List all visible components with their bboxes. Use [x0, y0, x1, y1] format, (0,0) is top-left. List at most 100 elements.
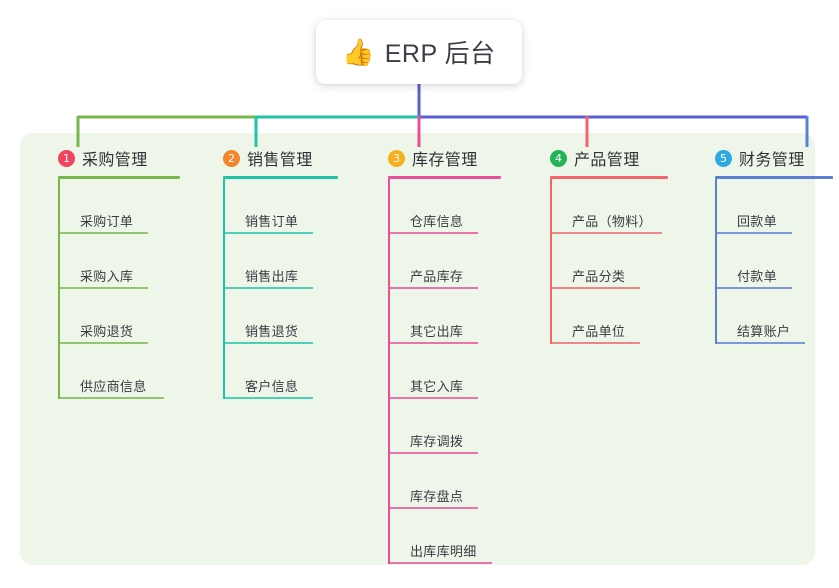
branch-column-1: 1 采购管理采购订单采购入库采购退货供应商信息 — [36, 146, 180, 399]
branch-item-rule — [225, 232, 313, 234]
branch-item-list: 产品（物料） 产品分类产品单位 — [550, 179, 668, 344]
branch-number-badge: 4 — [550, 149, 567, 167]
branch-item-label: 客户信息 — [245, 379, 299, 394]
branch-item[interactable]: 供应商信息 — [60, 344, 180, 399]
branch-item-label: 库存盘点 — [410, 489, 464, 504]
branch-item[interactable]: 采购入库 — [60, 234, 180, 289]
root-node-title: ERP 后台 — [384, 40, 496, 68]
branch-header-5[interactable]: 5 财务管理 — [693, 146, 833, 170]
branch-item-label: 仓库信息 — [410, 214, 464, 229]
branch-spine — [550, 179, 552, 344]
branch-item[interactable]: 其它入库 — [390, 344, 501, 399]
branch-item[interactable]: 采购订单 — [60, 179, 180, 234]
branch-item-label: 出库库明细 — [410, 544, 477, 559]
branch-item-label: 产品（物料） — [572, 214, 652, 229]
branch-item-rule — [225, 397, 313, 399]
branch-header-1[interactable]: 1 采购管理 — [36, 146, 180, 170]
branch-column-5: 5 财务管理回款单付款单结算账户 — [693, 146, 833, 344]
branch-title: 采购管理 — [82, 152, 148, 169]
branch-title: 库存管理 — [412, 152, 478, 169]
branch-item-rule — [60, 397, 164, 399]
branch-title: 财务管理 — [739, 152, 805, 169]
branch-item-label: 回款单 — [737, 214, 777, 229]
branch-item-label: 其它出库 — [410, 324, 464, 339]
branch-item-label: 付款单 — [737, 269, 777, 284]
branch-item[interactable]: 产品库存 — [390, 234, 501, 289]
branch-item[interactable]: 其它出库 — [390, 289, 501, 344]
branch-item-list: 回款单付款单结算账户 — [715, 179, 833, 344]
branch-item[interactable]: 出库库明细 — [390, 509, 501, 564]
branch-item[interactable]: 销售出库 — [225, 234, 338, 289]
branch-item-rule — [225, 342, 313, 344]
branch-item-label: 销售退货 — [245, 324, 299, 339]
branch-item-label: 库存调拨 — [410, 434, 464, 449]
branch-column-2: 2 销售管理销售订单销售出库销售退货客户信息 — [201, 146, 338, 399]
branch-number-badge: 5 — [715, 149, 732, 167]
branch-header-rule — [550, 176, 668, 179]
branch-item-rule — [390, 397, 478, 399]
branch-item[interactable]: 库存盘点 — [390, 454, 501, 509]
branch-item-label: 采购退货 — [80, 324, 134, 339]
branch-item-rule — [552, 342, 640, 344]
branch-item-rule — [60, 287, 148, 289]
branch-header-2[interactable]: 2 销售管理 — [201, 146, 338, 170]
root-node-card[interactable]: 👍 ERP 后台 — [316, 20, 522, 84]
branch-item-rule — [390, 287, 478, 289]
branch-spine — [58, 179, 60, 399]
branch-item-label: 采购订单 — [80, 214, 134, 229]
thumbs-up-icon: 👍 — [342, 37, 375, 67]
branch-item-rule — [552, 287, 640, 289]
branch-header-rule — [715, 176, 833, 179]
branch-item-label: 销售出库 — [245, 269, 299, 284]
branch-item-label: 供应商信息 — [80, 379, 147, 394]
branch-column-4: 4 产品管理产品（物料） 产品分类产品单位 — [528, 146, 668, 344]
branch-item[interactable]: 客户信息 — [225, 344, 338, 399]
branch-item-rule — [717, 232, 792, 234]
branch-item[interactable]: 产品（物料） — [552, 179, 668, 234]
branch-number-badge: 2 — [223, 149, 240, 167]
branch-item-rule — [552, 232, 662, 234]
branch-item-label: 销售订单 — [245, 214, 299, 229]
branch-number-badge: 1 — [58, 149, 75, 167]
branch-header-rule — [223, 176, 338, 179]
branch-item-label: 采购入库 — [80, 269, 134, 284]
branch-item[interactable]: 产品分类 — [552, 234, 668, 289]
branch-item[interactable]: 产品单位 — [552, 289, 668, 344]
branch-item-rule — [60, 232, 148, 234]
branch-item-rule — [225, 287, 313, 289]
branch-item-label: 结算账户 — [737, 324, 791, 339]
branch-item-rule — [390, 507, 478, 509]
branch-item-rule — [60, 342, 148, 344]
branch-header-rule — [388, 176, 501, 179]
branch-header-4[interactable]: 4 产品管理 — [528, 146, 668, 170]
diagram-background-panel — [20, 133, 815, 565]
branch-number-badge: 3 — [388, 149, 405, 167]
branch-item-label: 其它入库 — [410, 379, 464, 394]
branch-column-3: 3 库存管理仓库信息产品库存其它出库其它入库库存调拨库存盘点出库库明细 — [366, 146, 501, 564]
branch-item[interactable]: 结算账户 — [717, 289, 833, 344]
branch-title: 产品管理 — [574, 152, 640, 169]
branch-item[interactable]: 销售订单 — [225, 179, 338, 234]
branch-header-rule — [58, 176, 180, 179]
branch-item-rule — [717, 342, 805, 344]
branch-spine — [223, 179, 225, 399]
branch-item[interactable]: 回款单 — [717, 179, 833, 234]
branch-item[interactable]: 付款单 — [717, 234, 833, 289]
branch-item-list: 采购订单采购入库采购退货供应商信息 — [58, 179, 180, 399]
branch-item-label: 产品分类 — [572, 269, 626, 284]
branch-item-list: 仓库信息产品库存其它出库其它入库库存调拨库存盘点出库库明细 — [388, 179, 501, 564]
branch-item-rule — [390, 342, 478, 344]
branch-item-rule — [390, 232, 478, 234]
branch-item-rule — [390, 452, 478, 454]
branch-header-3[interactable]: 3 库存管理 — [366, 146, 501, 170]
branch-item-rule — [390, 562, 492, 564]
branch-item[interactable]: 仓库信息 — [390, 179, 501, 234]
branch-item[interactable]: 库存调拨 — [390, 399, 501, 454]
branch-item[interactable]: 销售退货 — [225, 289, 338, 344]
branch-item[interactable]: 采购退货 — [60, 289, 180, 344]
branch-item-label: 产品单位 — [572, 324, 626, 339]
branch-title: 销售管理 — [247, 152, 313, 169]
branch-item-label: 产品库存 — [410, 269, 464, 284]
